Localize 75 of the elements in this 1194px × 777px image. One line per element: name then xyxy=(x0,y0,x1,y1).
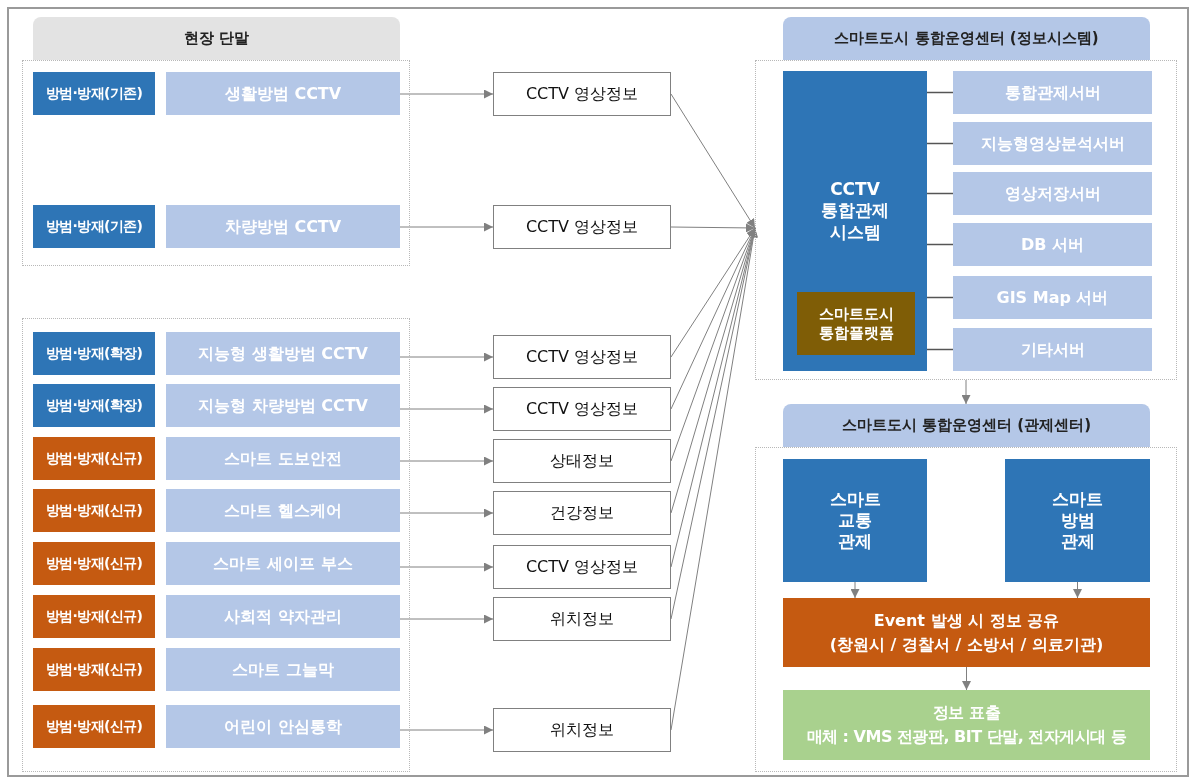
arrow xyxy=(399,222,494,232)
arrow xyxy=(962,666,971,691)
data-box: 건강정보 xyxy=(493,491,671,535)
control-system-block: 스마트 교통 관제 xyxy=(783,459,927,582)
connector-line xyxy=(926,296,954,299)
arrow xyxy=(961,379,971,405)
control-system-block xyxy=(783,71,927,371)
service-box: 지능형 차량방범 CCTV xyxy=(166,384,400,427)
arrow xyxy=(399,404,494,414)
arrow xyxy=(670,93,756,229)
data-box: 상태정보 xyxy=(493,439,671,483)
data-box: CCTV 영상정보 xyxy=(493,387,671,431)
display-banner xyxy=(783,690,1150,760)
arrow xyxy=(399,562,494,572)
connector-line xyxy=(926,243,954,246)
block-text: 매체 : VMS 전광판, BIT 단말, 전자게시대 등 xyxy=(806,727,1127,747)
arrow xyxy=(850,581,860,599)
server-box: DB 서버 xyxy=(953,223,1152,266)
service-box: 스마트 헬스케어 xyxy=(166,489,400,532)
data-box: 위치정보 xyxy=(493,597,671,641)
data-box: CCTV 영상정보 xyxy=(493,205,671,249)
category-tag: 방범·방재(신규) xyxy=(33,542,155,585)
data-box: CCTV 영상정보 xyxy=(493,545,671,589)
block-text: (창원시 / 경찰서 / 소방서 / 의료기관) xyxy=(829,634,1104,655)
service-box: 차량방범 CCTV xyxy=(166,205,400,248)
panel-heading: 스마트도시 통합운영센터 (정보시스템) xyxy=(783,17,1150,60)
connector-line xyxy=(926,91,954,94)
service-box: 스마트 세이프 부스 xyxy=(166,542,400,585)
server-box: GIS Map 서버 xyxy=(953,276,1152,319)
group-panel xyxy=(755,17,1177,380)
block-title: CCTV 통합관제 시스템 xyxy=(820,179,890,243)
service-box: 지능형 생활방범 CCTV xyxy=(166,332,400,375)
connector-line xyxy=(926,142,954,145)
group-panel xyxy=(22,318,410,772)
category-tag: 방범·방재(신규) xyxy=(33,648,155,691)
data-box: 위치정보 xyxy=(493,708,671,752)
category-tag: 방범·방재(기존) xyxy=(33,205,155,248)
group-panel xyxy=(22,17,410,266)
category-tag: 방범·방재(기존) xyxy=(33,72,155,115)
block-title: 정보 표출 xyxy=(932,703,1001,723)
arrow xyxy=(399,352,494,362)
control-system-block: 스마트 방범 관제 xyxy=(1005,459,1150,582)
event-banner xyxy=(783,598,1150,667)
data-box: CCTV 영상정보 xyxy=(493,335,671,379)
platform-box: 스마트도시 통합플랫폼 xyxy=(797,292,915,355)
connector-line xyxy=(926,348,954,351)
panel-heading: 스마트도시 통합운영센터 (관제센터) xyxy=(783,404,1150,447)
category-tag: 방범·방재(확장) xyxy=(33,384,155,427)
server-box: 영상저장서버 xyxy=(953,172,1152,215)
arrow xyxy=(399,456,494,466)
arrow xyxy=(670,223,756,233)
category-tag: 방범·방재(신규) xyxy=(33,595,155,638)
data-box: CCTV 영상정보 xyxy=(493,72,671,116)
panel-heading: 현장 단말 xyxy=(33,17,400,60)
arrow xyxy=(399,725,494,735)
category-tag: 방범·방재(신규) xyxy=(33,705,155,748)
service-box: 스마트 그늘막 xyxy=(166,648,400,691)
arrow xyxy=(670,227,756,358)
connector-line xyxy=(926,192,954,195)
category-tag: 방범·방재(신규) xyxy=(33,489,155,532)
service-box: 생활방범 CCTV xyxy=(166,72,400,115)
arrow xyxy=(1073,581,1082,599)
server-box: 통합관제서버 xyxy=(953,71,1152,114)
arrow xyxy=(399,89,494,99)
service-box: 어린이 안심통학 xyxy=(166,705,400,748)
arrow xyxy=(399,614,494,624)
block-title: Event 발생 시 정보 공유 xyxy=(873,610,1060,631)
service-box: 사회적 약자관리 xyxy=(166,595,400,638)
group-panel xyxy=(755,404,1177,772)
category-tag: 방범·방재(신규) xyxy=(33,437,155,480)
server-box: 기타서버 xyxy=(953,328,1152,371)
arrow xyxy=(399,508,494,518)
category-tag: 방범·방재(확장) xyxy=(33,332,155,375)
server-box: 지능형영상분석서버 xyxy=(953,122,1152,165)
service-box: 스마트 도보안전 xyxy=(166,437,400,480)
